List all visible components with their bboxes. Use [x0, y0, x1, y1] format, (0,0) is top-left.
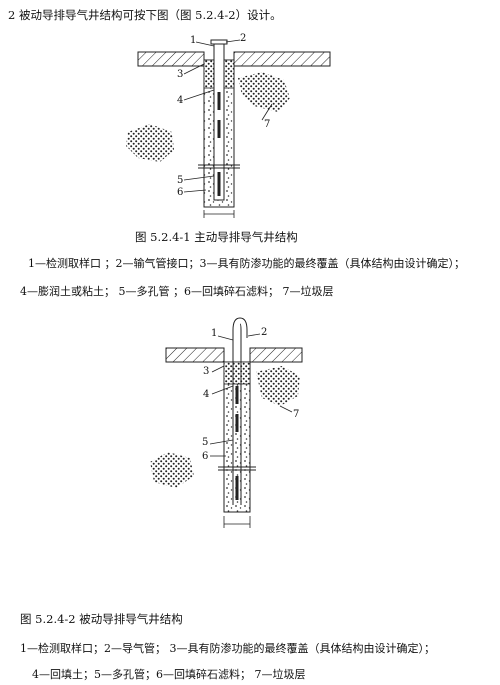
waste-layer-blob-right-2 — [256, 366, 300, 406]
waste-layer-blob-left-2 — [150, 452, 194, 488]
ground-cover-left-2 — [165, 347, 225, 363]
callout-6-fig2: 6 — [202, 451, 209, 462]
callout-6: 6 — [177, 187, 184, 198]
figure-1-caption: 图 5.2.4-1 主动导排导气井结构 — [135, 230, 298, 244]
callout-7: 7 — [264, 119, 271, 130]
ground-cover-left — [137, 51, 205, 67]
intro-text: 2 被动导排导气井结构可按下图（图 5.2.4-2）设计。 — [8, 8, 282, 22]
callout-1-fig2: 1 — [211, 328, 218, 339]
figure-1-legend-line-2: 4—膨润土或粘土； 5—多孔管 ；6—回填碎石滤料； 7—垃圾层 — [20, 285, 334, 298]
callout-5-fig2: 5 — [202, 437, 209, 448]
figure-1-legend-line-1: 1—检测取样口 ；2—输气管接口；3—具有防渗功能的最终覆盖（具体结构由设计确定… — [28, 257, 465, 270]
ground-cover-right — [233, 51, 331, 67]
callout-3-fig2: 3 — [203, 366, 210, 377]
callout-3: 3 — [177, 69, 184, 80]
callout-7-fig2: 7 — [293, 409, 300, 420]
callout-4-fig2: 4 — [203, 389, 210, 400]
callout-4: 4 — [177, 95, 184, 106]
backfill-soil — [223, 361, 251, 385]
figure-2-legend-line-2: 4—回填土；5—多孔管；6—回填碎石滤料； 7—垃圾层 — [32, 668, 306, 681]
figure-2-diagram — [150, 317, 303, 528]
waste-layer-blob-left — [126, 124, 174, 162]
callout-2-fig2: 2 — [261, 327, 268, 338]
vent-pipe — [232, 317, 248, 505]
callout-5: 5 — [177, 175, 184, 186]
callout-2: 2 — [240, 33, 247, 44]
figure-1-diagram — [126, 39, 331, 218]
ground-cover-right-2 — [249, 347, 303, 363]
figure-2-caption: 图 5.2.4-2 被动导排导气井结构 — [20, 612, 183, 626]
waste-layer-blob-right — [238, 72, 290, 112]
callout-1: 1 — [190, 35, 197, 46]
figure-2-legend-line-1: 1—检测取样口；2—导气管； 3—具有防渗功能的最终覆盖（具体结构由设计确定）； — [20, 642, 435, 655]
